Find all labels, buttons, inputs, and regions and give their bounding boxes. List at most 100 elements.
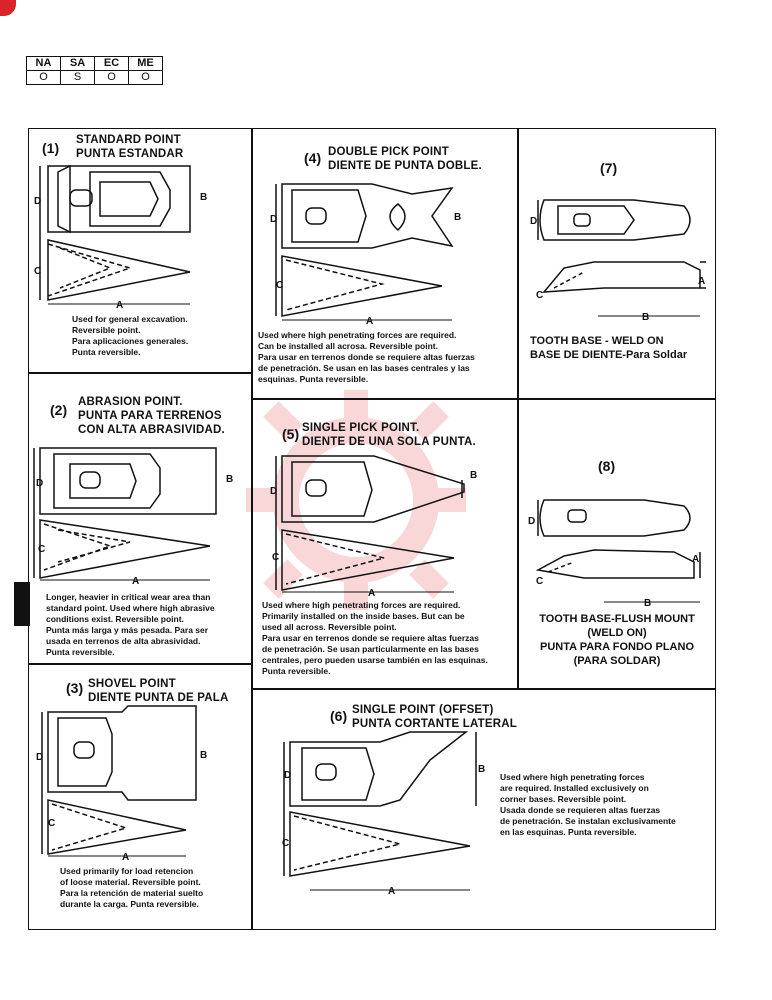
dim-label-a: A	[368, 588, 375, 599]
standard-point-drawing: D B C A	[34, 164, 207, 311]
item-title-en: SINGLE PICK POINT.	[302, 422, 420, 434]
divider	[252, 398, 518, 400]
dim-label-a: A	[366, 316, 373, 327]
tooth-base-flush-mount-drawing: D A C B	[528, 499, 701, 609]
desc-line: Used where high penetrating forces	[500, 772, 645, 782]
section-tab	[14, 582, 30, 626]
item-number: (4)	[304, 150, 322, 166]
desc-line: Used primarily for load retencion	[60, 866, 194, 876]
availability-value: O	[128, 70, 163, 85]
caption-line: PUNTA PARA FONDO PLANO	[540, 641, 694, 653]
item-description: Longer, heavier in critical wear area th…	[46, 592, 215, 658]
dim-label-d: D	[528, 516, 535, 527]
item-caption: TOOTH BASE-FLUSH MOUNT (WELD ON) PUNTA P…	[524, 612, 710, 668]
dim-label-d: D	[36, 478, 43, 489]
item-title-en: DOUBLE PICK POINT	[328, 146, 449, 158]
divider	[251, 663, 253, 930]
dim-label-a: A	[388, 886, 395, 897]
watermark-gear-icon	[246, 390, 466, 610]
divider	[518, 398, 716, 400]
desc-line: Punta reversible.	[46, 647, 115, 657]
item-title-es: PUNTA ESTANDAR	[76, 148, 184, 160]
caption-line: (WELD ON)	[587, 627, 647, 639]
dim-label-d: D	[270, 214, 277, 225]
dim-label-b: B	[470, 470, 477, 481]
divider	[251, 128, 253, 688]
item-number: (3)	[66, 680, 84, 696]
item-title-es: PUNTA CORTANTE LATERAL	[352, 718, 517, 730]
availability-value: S	[60, 70, 95, 85]
item-title-en: STANDARD POINT	[76, 134, 181, 146]
desc-line: Punta reversible.	[72, 347, 141, 357]
desc-line: esquinas. Punta reversible.	[258, 374, 369, 384]
desc-line: Usada donde se requieren altas fuerzas	[500, 805, 661, 815]
dim-label-c: C	[282, 838, 289, 849]
item-description: Used where high penetrating forces are r…	[262, 600, 488, 677]
corner-mark	[0, 0, 16, 16]
dim-label-c: C	[276, 280, 283, 291]
abrasion-point-drawing: D B C A	[33, 447, 233, 587]
desc-line: usada en terrenos de alta abrasividad.	[46, 636, 201, 646]
dim-label-b: B	[642, 312, 649, 323]
item-number: (7)	[600, 160, 618, 176]
availability-value: O	[94, 70, 129, 85]
dim-label-b: B	[200, 192, 207, 203]
dim-label-a: A	[116, 300, 123, 311]
dim-label-b: B	[644, 598, 651, 609]
dim-label-c: C	[34, 266, 41, 277]
item-title-es: DIENTE PUNTA DE PALA	[88, 692, 229, 704]
dim-label-a: A	[692, 554, 699, 565]
desc-line: corner bases. Reversible point.	[500, 794, 627, 804]
item-description: Used where high penetrating forces are r…	[500, 772, 676, 838]
dim-label-c: C	[48, 818, 55, 829]
tooth-base-weld-on-drawing: D A C B	[530, 199, 706, 323]
divider	[517, 128, 519, 688]
double-pick-point-drawing: D B C A	[270, 183, 461, 327]
caption-line: (PARA SOLDAR)	[573, 655, 661, 667]
desc-line: en las esquinas. Punta reversible.	[500, 827, 637, 837]
desc-line: durante la carga. Punta reversible.	[60, 899, 199, 909]
item-description: Used where high penetrating forces are r…	[258, 330, 475, 385]
desc-line: Reversible point.	[72, 325, 141, 335]
desc-line: centrales, pero pueden usarse también en…	[262, 655, 488, 665]
item-number: (5)	[282, 426, 300, 442]
caption-line: TOOTH BASE-FLUSH MOUNT	[539, 613, 695, 625]
dim-label-d: D	[270, 486, 277, 497]
dim-label-c: C	[536, 290, 543, 301]
item-description: Used primarily for load retencion of loo…	[60, 866, 203, 910]
item-title-en: SHOVEL POINT	[88, 678, 176, 690]
item-title-en: ABRASION POINT.	[78, 396, 183, 408]
dim-label-a: A	[698, 276, 705, 287]
desc-line: Para aplicaciones generales.	[72, 336, 189, 346]
desc-line: of loose material. Reversible point.	[60, 877, 201, 887]
dim-label-d: D	[34, 196, 41, 207]
availability-header: EC	[94, 56, 129, 71]
availability-header: SA	[60, 56, 95, 71]
desc-line: standard point. Used where high abrasive	[46, 603, 215, 613]
desc-line: Para usar en terrenos donde se requiere …	[262, 633, 479, 643]
caption-line: BASE DE DIENTE-Para Soldar	[530, 349, 688, 361]
desc-line: are required. Installed exclusively on	[500, 783, 649, 793]
desc-line: Para la retención de material suelto	[60, 888, 204, 898]
dim-label-a: A	[122, 852, 129, 863]
desc-line: Longer, heavier in critical wear area th…	[46, 592, 211, 602]
item-number: (2)	[50, 402, 68, 418]
dim-label-b: B	[454, 212, 461, 223]
desc-line: conditions exist. Reversible point.	[46, 614, 184, 624]
dim-label-b: B	[478, 764, 485, 775]
desc-line: Para usar en terrenos donde se requiere …	[258, 352, 475, 362]
desc-line: Punta reversible.	[262, 666, 331, 676]
item-title-es: DIENTE DE PUNTA DOBLE.	[328, 160, 482, 172]
item-title-es: DIENTE DE UNA SOLA PUNTA.	[302, 436, 476, 448]
single-pick-point-drawing: D B C A	[270, 455, 477, 599]
dim-label-a: A	[132, 576, 139, 587]
item-description: Used for general excavation. Reversible …	[72, 314, 188, 358]
shovel-point-drawing: D B C A	[36, 705, 207, 863]
desc-line: de penetración. Se instalan exclusivamen…	[500, 816, 676, 826]
catalog-frame	[28, 128, 716, 930]
dim-label-c: C	[38, 544, 45, 555]
item-number: (1)	[42, 140, 60, 156]
dim-label-b: B	[226, 474, 233, 485]
divider	[28, 663, 252, 665]
desc-line: de penetración. Se usan en las bases cen…	[258, 363, 470, 373]
